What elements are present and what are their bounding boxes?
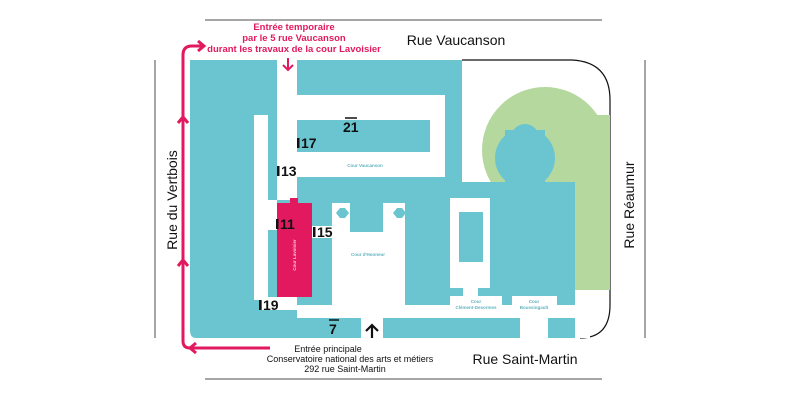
building-13-bar xyxy=(277,166,280,176)
building-21: 21 xyxy=(343,119,359,135)
building-11: 11 xyxy=(280,216,295,232)
arrow-up-icon xyxy=(365,323,379,338)
street-south: Rue Saint-Martin xyxy=(472,351,577,367)
label-cour-vaucanson: Cour Vaucanson xyxy=(347,163,383,168)
main-entrance-line2: Conservatoire national des arts et métie… xyxy=(267,354,434,364)
street-west: Rue du Vertbois xyxy=(164,150,180,250)
route-path xyxy=(176,39,270,355)
building-19: 19 xyxy=(263,297,279,313)
temp-entrance-line1: Entrée temporaire xyxy=(253,22,334,33)
building-17-bar xyxy=(297,138,300,148)
street-east: Rue Réaumur xyxy=(621,161,637,248)
temp-entrance-line2: par le 5 rue Vaucanson xyxy=(242,33,346,44)
main-entrance-line3: 292 rue Saint-Martin xyxy=(304,364,386,374)
building-13: 13 xyxy=(281,163,297,179)
temp-entrance-line3: durant les travaux de la cour Lavoisier xyxy=(207,44,381,55)
building-19-bar xyxy=(259,300,262,310)
property-outline xyxy=(462,59,611,339)
building-17: 17 xyxy=(301,135,317,151)
arrow-down-icon xyxy=(282,58,294,72)
cour-lavoisier-area xyxy=(277,203,312,297)
building-11-bar xyxy=(276,219,279,229)
label-cour-honneur: Cour d'Honneur xyxy=(351,252,385,257)
label-cour-lavoisier: Cour Lavoisier xyxy=(292,239,297,271)
building-7: 7 xyxy=(329,321,337,337)
lavoisier-annex xyxy=(290,198,298,204)
building-details xyxy=(336,120,483,262)
street-north: Rue Vaucanson xyxy=(407,32,506,48)
building-15: 15 xyxy=(317,224,333,240)
building-15-bar xyxy=(313,227,316,237)
open-spaces xyxy=(254,60,600,338)
main-entrance-line1: Entrée principale xyxy=(294,344,362,354)
